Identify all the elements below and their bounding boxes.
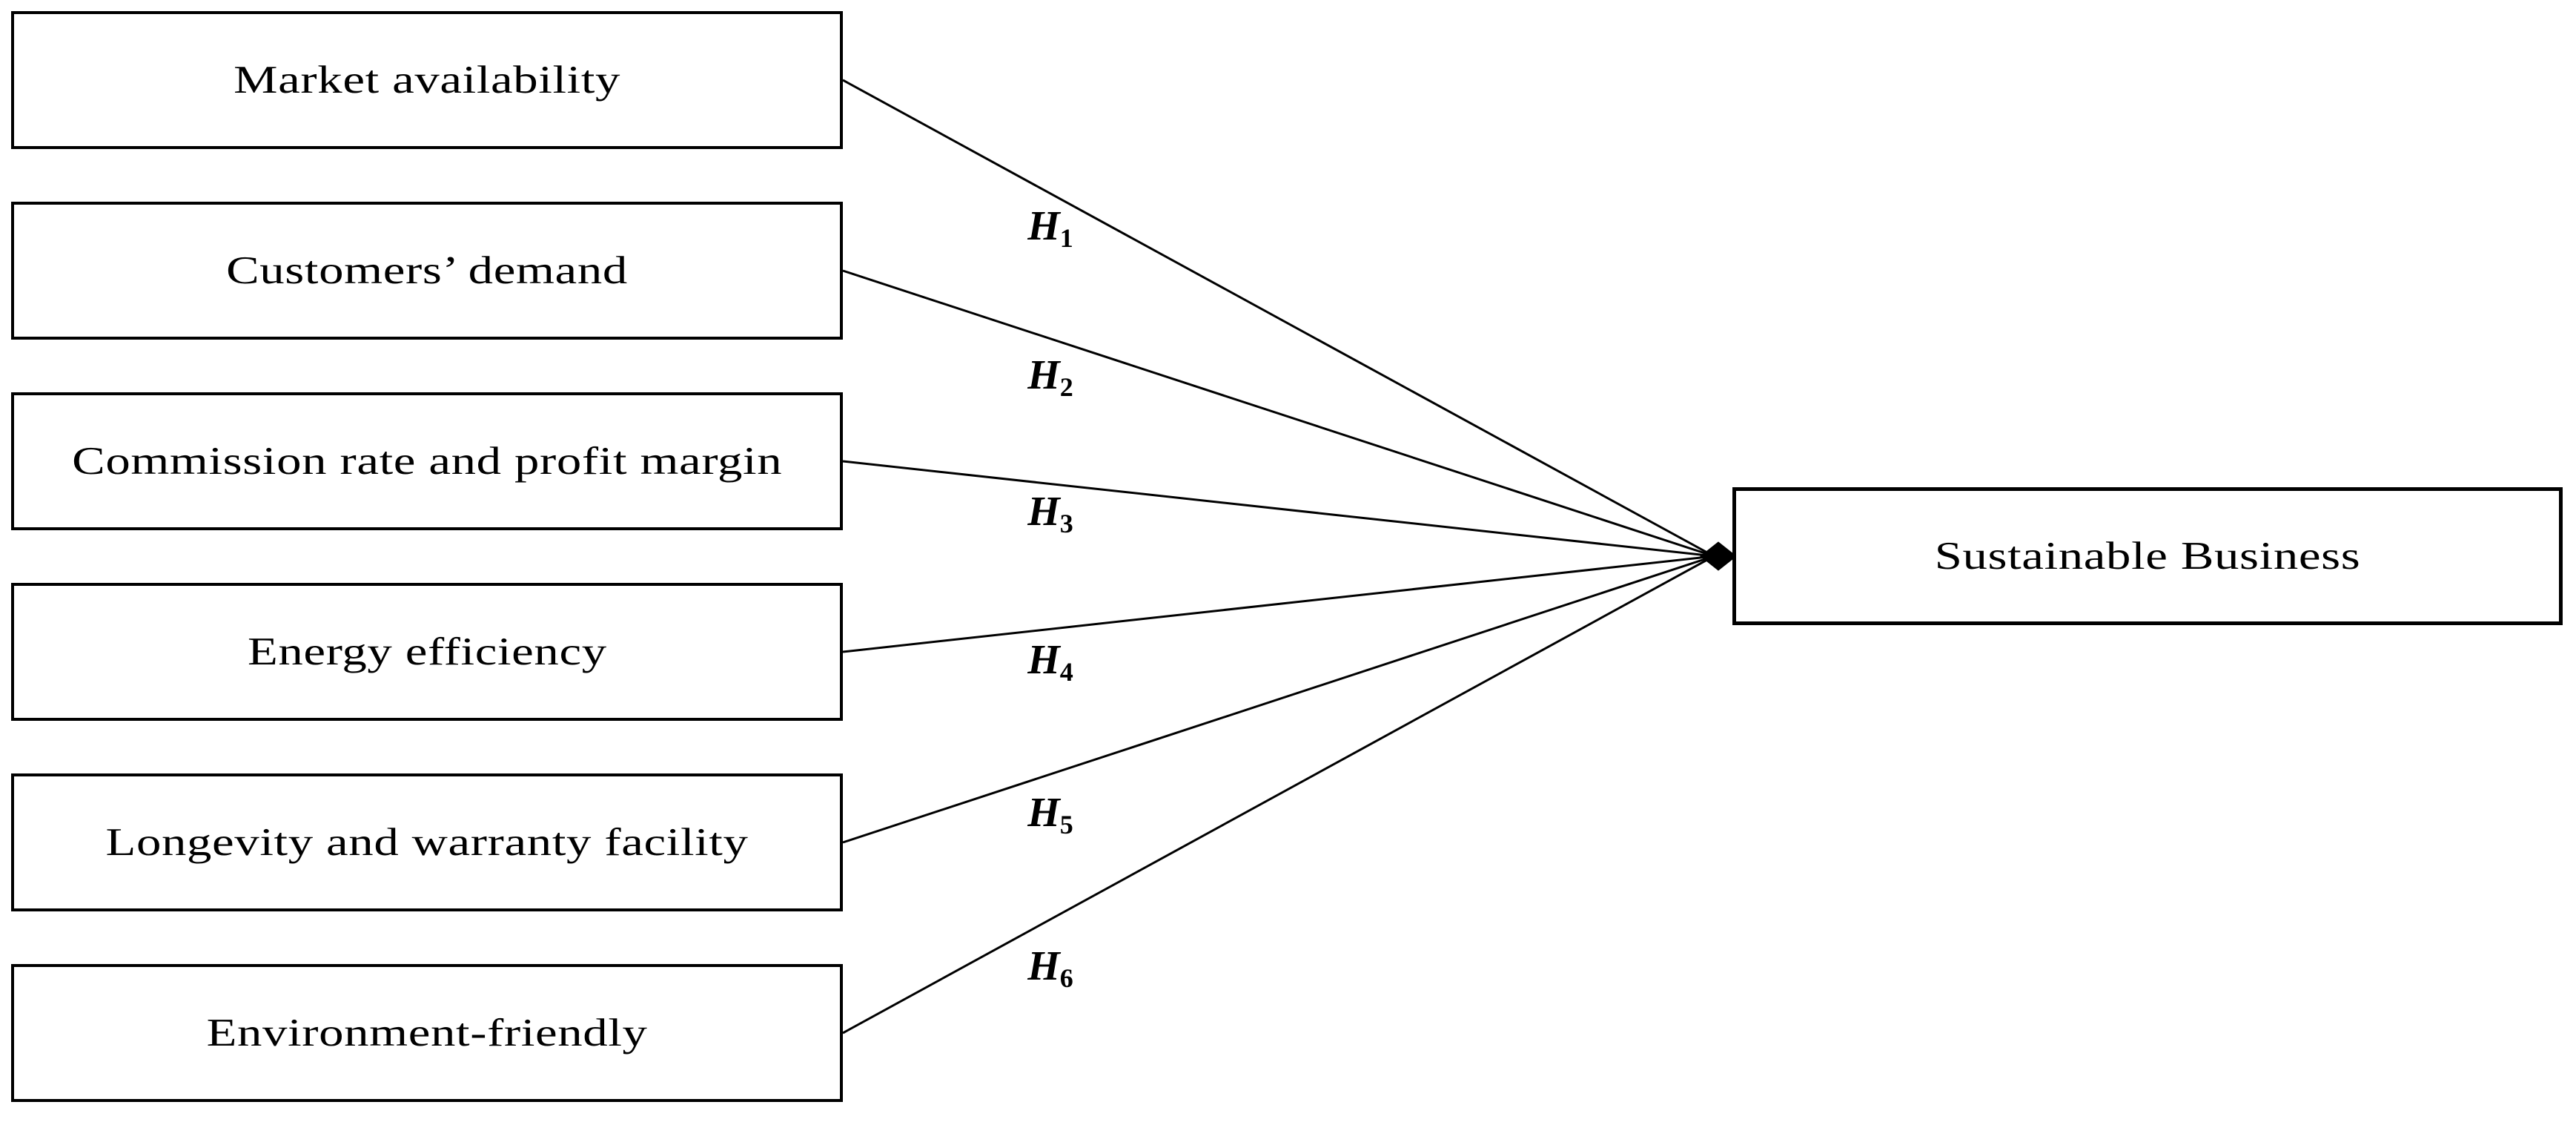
- hypothesis-base: H: [1027, 637, 1060, 683]
- hypothesis-label-h5: H5: [995, 787, 1106, 839]
- connector-line-h6: [842, 555, 1715, 1034]
- factor-box-customers-demand: Customers’ demand: [11, 202, 843, 340]
- hypothesis-label-h6: H6: [995, 940, 1106, 992]
- hypothesis-subscript: 5: [1059, 810, 1073, 840]
- factor-label: Market availability: [234, 58, 620, 102]
- connector-line-h1: [842, 79, 1715, 558]
- connector-line-h4: [842, 555, 1715, 653]
- hypothesis-subscript: 6: [1059, 963, 1073, 994]
- outcome-box-sustainable-business: Sustainable Business: [1732, 487, 2563, 625]
- hypothesis-base: H: [1027, 943, 1060, 989]
- hypothesis-subscript: 2: [1059, 372, 1073, 403]
- connector-line-h2: [842, 269, 1715, 558]
- factor-box-market-availability: Market availability: [11, 11, 843, 149]
- arrowhead-icon: [1700, 541, 1737, 571]
- factor-box-energy-efficiency: Energy efficiency: [11, 583, 843, 721]
- hypothesis-subscript: 1: [1059, 223, 1073, 254]
- factor-label: Longevity and warranty facility: [105, 820, 749, 864]
- hypothesis-label-h1: H1: [995, 200, 1106, 252]
- hypothesis-label-h4: H4: [995, 634, 1106, 686]
- factor-box-commission-rate-profit-margin: Commission rate and profit margin: [11, 392, 843, 530]
- factor-label: Customers’ demand: [226, 248, 628, 292]
- factor-label: Commission rate and profit margin: [71, 439, 783, 483]
- hypothesis-label-h2: H2: [995, 349, 1106, 401]
- connector-line-h5: [842, 555, 1715, 844]
- connector-line-h3: [842, 460, 1715, 558]
- factor-box-longevity-warranty-facility: Longevity and warranty facility: [11, 773, 843, 911]
- hypothesis-base: H: [1027, 489, 1060, 535]
- hypothesis-base: H: [1027, 352, 1060, 398]
- hypothesis-base: H: [1027, 203, 1060, 249]
- hypothesis-subscript: 3: [1059, 509, 1073, 539]
- hypothesis-base: H: [1027, 790, 1060, 836]
- factor-label: Environment-friendly: [206, 1011, 648, 1055]
- factor-label: Energy efficiency: [247, 630, 607, 673]
- hypothesis-subscript: 4: [1059, 657, 1073, 687]
- outcome-label: Sustainable Business: [1934, 534, 2361, 578]
- factor-box-environment-friendly: Environment-friendly: [11, 964, 843, 1102]
- hypothesis-label-h3: H3: [995, 486, 1106, 538]
